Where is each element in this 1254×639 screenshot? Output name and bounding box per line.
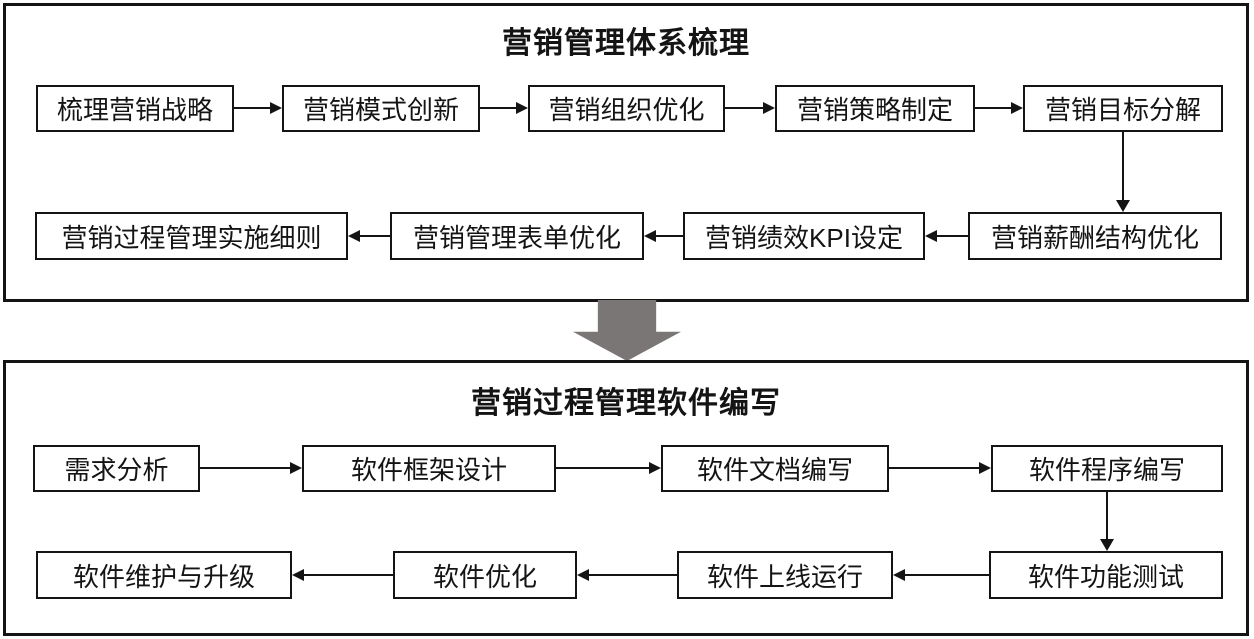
node-marketing-model-innovation: 营销模式创新 <box>282 85 480 132</box>
node-software-launch-operation: 软件上线运行 <box>677 551 893 599</box>
connector-arrow-left <box>348 230 390 242</box>
connector-arrow-right <box>200 462 302 474</box>
node-software-program-coding: 软件程序编写 <box>991 445 1223 492</box>
connector-arrow-right <box>234 102 282 114</box>
arrowhead-right-icon <box>270 102 282 114</box>
arrowhead-right-icon <box>516 102 528 114</box>
node-software-doc-writing: 软件文档编写 <box>661 445 889 492</box>
node-marketing-process-implementation-rules: 营销过程管理实施细则 <box>35 212 348 260</box>
connector-arrow-down <box>1116 132 1130 212</box>
connector-arrow-right <box>725 102 775 114</box>
connector-arrow-right <box>975 102 1023 114</box>
node-software-maintenance-upgrade: 软件维护与升级 <box>36 551 292 599</box>
node-sort-marketing-strategy: 梳理营销战略 <box>36 85 234 132</box>
arrowhead-down-icon <box>1100 539 1114 551</box>
node-marketing-goal-decomposition: 营销目标分解 <box>1023 85 1223 132</box>
node-requirements-analysis: 需求分析 <box>33 445 200 492</box>
arrowhead-left-icon <box>348 230 360 242</box>
arrowhead-down-icon <box>1116 200 1130 212</box>
connector-arrow-right <box>480 102 528 114</box>
connector-arrow-left <box>577 569 677 581</box>
connector-arrow-left <box>644 230 683 242</box>
node-software-function-testing: 软件功能测试 <box>989 551 1223 599</box>
connector-arrow-left <box>893 569 989 581</box>
connector-arrow-right <box>556 462 661 474</box>
arrowhead-left-icon <box>577 569 589 581</box>
node-software-framework-design: 软件框架设计 <box>302 445 556 492</box>
connector-arrow-left <box>925 230 968 242</box>
node-marketing-tactics-formulation: 营销策略制定 <box>775 85 975 132</box>
arrowhead-right-icon <box>979 462 991 474</box>
node-software-optimization: 软件优化 <box>393 551 577 599</box>
node-marketing-org-optimization: 营销组织优化 <box>528 85 725 132</box>
connector-arrow-right <box>889 462 991 474</box>
connector-arrow-down <box>1100 492 1114 551</box>
arrowhead-right-icon <box>763 102 775 114</box>
node-marketing-compensation-optimization: 营销薪酬结构优化 <box>968 212 1222 260</box>
arrowhead-left-icon <box>925 230 937 242</box>
bottom-panel-title: 营销过程管理软件编写 <box>471 387 781 420</box>
big-down-arrow <box>573 300 681 361</box>
arrowhead-right-icon <box>290 462 302 474</box>
arrowhead-left-icon <box>893 569 905 581</box>
node-marketing-kpi-setting: 营销绩效KPI设定 <box>683 212 925 260</box>
arrowhead-right-icon <box>649 462 661 474</box>
arrowhead-left-icon <box>644 230 656 242</box>
node-marketing-form-optimization: 营销管理表单优化 <box>390 212 644 260</box>
arrowhead-right-icon <box>1011 102 1023 114</box>
top-panel-title: 营销管理体系梳理 <box>502 27 750 60</box>
arrowhead-left-icon <box>292 569 304 581</box>
connector-arrow-left <box>292 569 393 581</box>
